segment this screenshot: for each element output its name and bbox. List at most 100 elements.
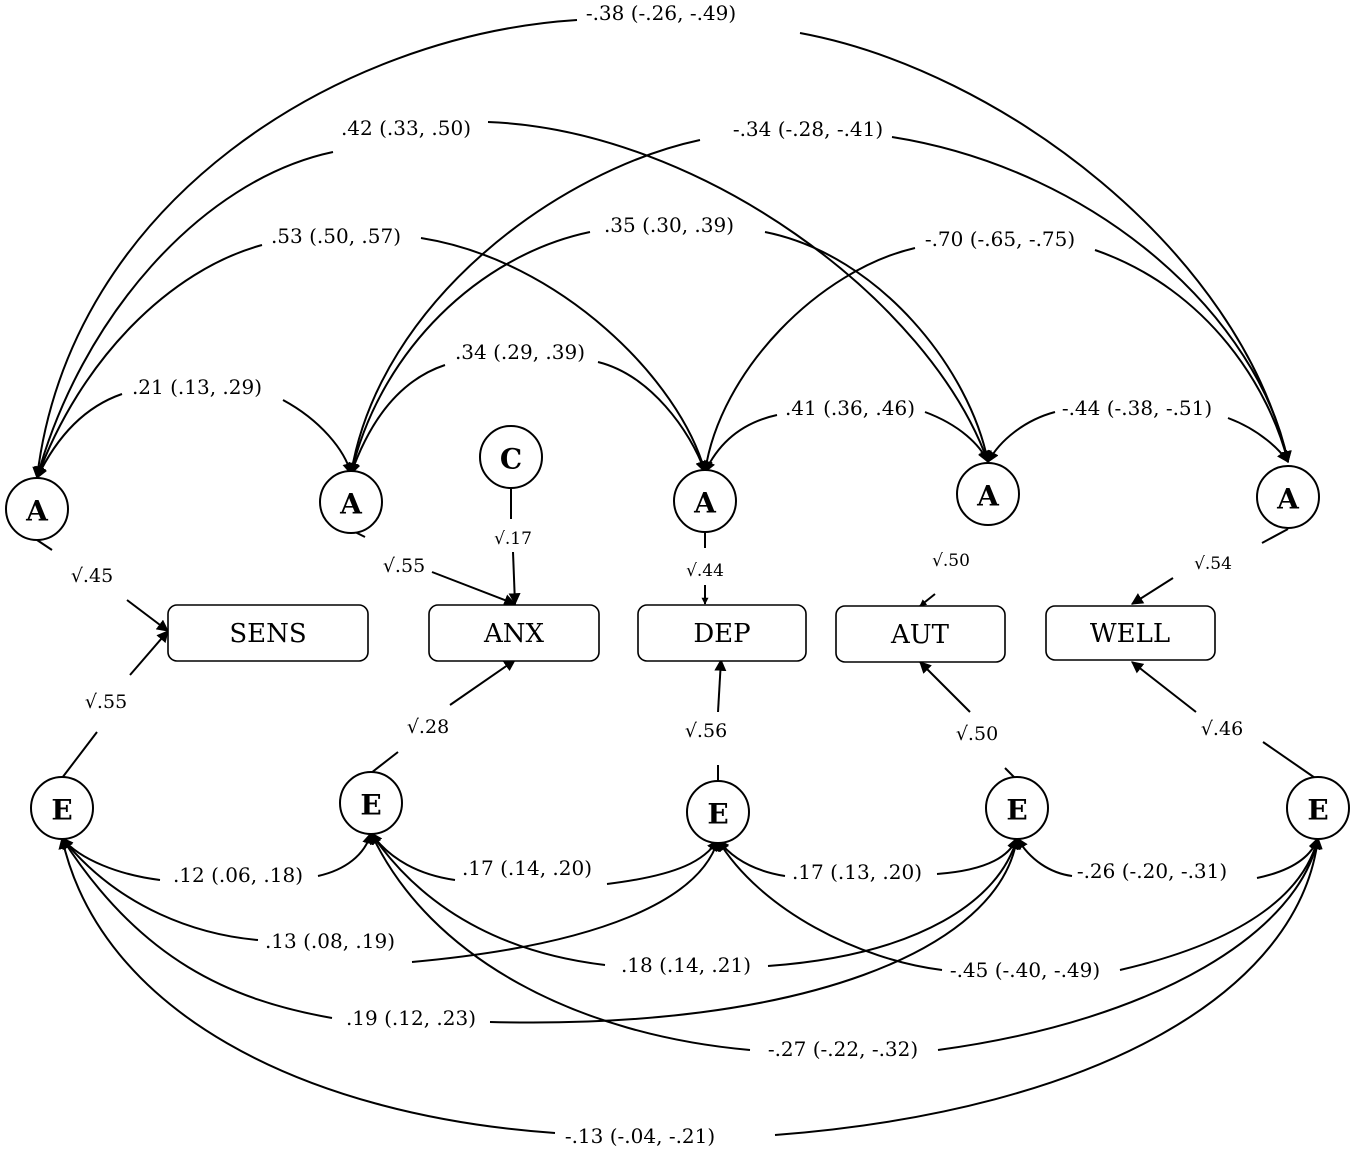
e-aut-loading-path-b (919, 661, 971, 713)
e-corr-anx-well-label: -.27 (-.22, -.32) (768, 1037, 918, 1061)
a-corr-dep-well-arc (700, 247, 916, 474)
e-corr-aut-well-label: -.26 (-.20, -.31) (1077, 859, 1227, 883)
e-corr-sens-well-label: -.13 (-.04, -.21) (565, 1124, 715, 1148)
a-aut-loading-label: √.50 (932, 551, 970, 571)
a-aut-loading-path (919, 593, 936, 607)
svg-text:E: E (51, 794, 72, 827)
a-corr-dep-well-arc-b (1094, 249, 1292, 464)
e-corr-dep-well-arc-b (1119, 836, 1322, 971)
c-factor-anx: C (479, 425, 543, 489)
svg-text:A: A (976, 480, 1000, 513)
a-corr-anx-dep-arc (348, 364, 446, 476)
a-sens-loading-path-b (126, 599, 169, 632)
a-corr-sens-aut-label: .42 (.33, .50) (341, 116, 471, 140)
e-factor-dep: E (686, 780, 750, 844)
a-corr-dep-aut-label: .41 (.36, .46) (785, 396, 915, 420)
e-aut-loading-label: √.50 (956, 723, 998, 745)
svg-text:A: A (25, 495, 49, 528)
a-corr-aut-well-arc-b (1227, 417, 1289, 463)
a-factor-sens: A (5, 477, 69, 541)
a-corr-sens-anx-arc-b (282, 399, 355, 476)
a-corr-anx-well-arc-b (891, 136, 1292, 464)
variable-sens: SENS (167, 604, 369, 662)
svg-text:SENS: SENS (229, 619, 306, 649)
variable-aut: AUT (835, 605, 1006, 663)
e-corr-dep-aut-label: .17 (.13, .20) (792, 860, 922, 884)
a-corr-anx-well-label: -.34 (-.28, -.41) (733, 117, 883, 141)
a-corr-aut-well-label: -.44 (-.38, -.51) (1062, 396, 1212, 420)
a-corr-sens-dep-arc-b (420, 237, 708, 474)
variable-dep: DEP (637, 604, 807, 662)
svg-text:E: E (707, 798, 728, 831)
a-corr-anx-aut-arc (347, 231, 591, 476)
e-sens-loading-label: √.55 (85, 691, 127, 713)
svg-text:E: E (1006, 794, 1027, 827)
svg-text:WELL: WELL (1090, 619, 1170, 649)
a-anx-loading-label: √.55 (383, 555, 425, 577)
svg-text:A: A (339, 488, 363, 521)
e-corr-anx-dep-arc-b (606, 838, 719, 885)
a-corr-sens-aut-arc-b (487, 121, 990, 464)
e-anx-loading-label: √.28 (407, 716, 449, 738)
e-sens-loading-path-b (129, 630, 169, 676)
a-corr-sens-aut-arc (34, 151, 334, 480)
variable-anx: ANX (428, 604, 600, 662)
e-sens-loading-path (61, 731, 98, 779)
e-corr-sens-anx-label: .12 (.06, .18) (173, 863, 303, 887)
svg-text:AUT: AUT (890, 620, 950, 650)
a-corr-sens-dep-label: .53 (.50, .57) (271, 224, 401, 248)
c-anx-loading-label: √.17 (494, 529, 532, 549)
a-factor-anx: A (319, 470, 383, 534)
e-factor-anx: E (339, 771, 403, 835)
e-corr-anx-aut-arc (370, 832, 606, 966)
e-factor-well: E (1286, 776, 1350, 840)
e-corr-sens-dep-arc (61, 837, 259, 941)
e-corr-anx-aut-arc-b (767, 836, 1020, 967)
e-corr-aut-well-arc (1016, 836, 1073, 877)
e-corr-sens-dep-label: .13 (.08, .19) (265, 929, 395, 953)
e-corr-sens-well-arc (58, 836, 556, 1134)
a-corr-dep-well-label: -.70 (-.65, -.75) (925, 227, 1075, 251)
a-corr-anx-dep-arc-b (597, 361, 708, 474)
a-well-loading-path (1261, 528, 1289, 544)
a-sens-loading-label: √.45 (71, 565, 113, 587)
a-corr-sens-anx-label: .21 (.13, .29) (132, 375, 262, 399)
a-well-loading-path-b (1130, 577, 1174, 605)
a-factor-dep: A (673, 469, 737, 533)
a-sens-loading-path (36, 539, 53, 551)
a-factor-aut: A (956, 462, 1020, 526)
a-corr-anx-dep-label: .34 (.29, .39) (455, 340, 585, 364)
a-well-loading-label: √.54 (1194, 554, 1232, 574)
e-corr-dep-aut-arc-b (936, 836, 1019, 875)
e-factor-sens: E (30, 776, 94, 840)
e-dep-loading-path-b (714, 658, 727, 713)
e-corr-dep-well-arc (717, 838, 943, 971)
a-anx-loading-path-b (431, 571, 517, 606)
variable-well: WELL (1045, 605, 1216, 661)
e-corr-sens-dep-arc-b (411, 838, 721, 963)
e-corr-anx-well-arc (370, 831, 751, 1051)
e-corr-sens-aut-arc (61, 836, 333, 1019)
e-corr-dep-aut-arc (717, 839, 786, 877)
e-corr-sens-aut-label: .19 (.12, .23) (346, 1006, 476, 1030)
e-anx-loading-path-b (449, 659, 516, 706)
e-factor-aut: E (985, 776, 1049, 840)
e-well-loading-path-b (1131, 661, 1197, 713)
svg-text:A: A (1276, 483, 1300, 516)
e-corr-sens-anx-arc-b (317, 831, 374, 877)
e-corr-anx-well-arc-b (937, 836, 1322, 1051)
svg-text:C: C (500, 443, 522, 476)
a-corr-dep-aut-arc-b (924, 411, 989, 464)
c-anx-loading-path-b (508, 551, 521, 606)
e-anx-loading-path (370, 751, 399, 774)
a-factor-well: A (1256, 465, 1320, 529)
a-corr-sens-well-label: -.38 (-.26, -.49) (586, 1, 736, 25)
a-corr-sens-well-arc (37, 19, 1288, 478)
e-corr-anx-aut-label: .18 (.14, .21) (621, 953, 751, 977)
svg-text:ANX: ANX (483, 619, 545, 649)
a-corr-anx-aut-label: .35 (.30, .39) (604, 213, 734, 237)
a-corr-anx-well-arc (346, 139, 701, 476)
e-well-loading-path (1262, 741, 1319, 781)
e-corr-sens-aut-arc-b (489, 836, 1022, 1024)
